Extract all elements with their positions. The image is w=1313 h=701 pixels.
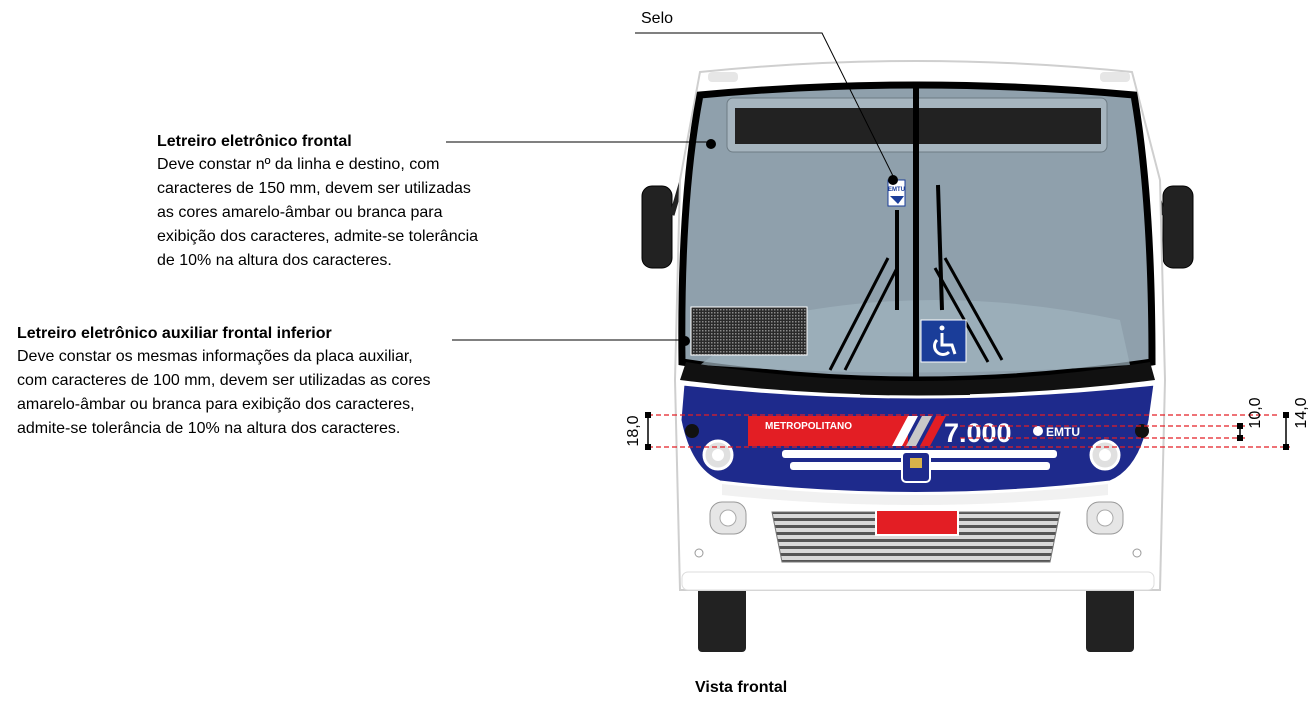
lower-grille	[771, 511, 1061, 563]
selo-label: Selo	[641, 10, 674, 27]
band-label: METROPOLITANO	[765, 421, 852, 432]
red-stripe	[748, 416, 908, 446]
auxiliary-lower-sign	[690, 306, 808, 356]
brand-logo-text: EMTU	[1046, 425, 1080, 439]
dim-left-label: 18,0	[625, 415, 642, 446]
dim-right-outer-label: 14,0	[1293, 397, 1310, 428]
front-sign-text: Deve constar nº da linha e destino, com …	[157, 156, 479, 269]
right-mirror	[1162, 185, 1194, 269]
view-caption: Vista frontal	[695, 679, 788, 696]
aux-sign-title: Letreiro eletrônico auxiliar frontal inf…	[17, 325, 332, 342]
dim-right-inner-label: 10,0	[1247, 397, 1264, 428]
wheelchair-icon	[933, 325, 957, 356]
left-mirror	[641, 185, 673, 269]
front-sign-title: Letreiro eletrônico frontal	[157, 133, 352, 150]
selo-sticker-text: EMTU	[888, 187, 905, 193]
aux-sign-text: Deve constar os mesmas informações da pl…	[17, 348, 431, 437]
license-plate	[875, 509, 959, 536]
aux-sign-callout: Letreiro eletrônico auxiliar frontal inf…	[17, 325, 431, 441]
dimension-lines	[648, 414, 1290, 448]
front-sign-callout: Letreiro eletrônico frontal Deve constar…	[157, 133, 478, 273]
fleet-number: 7.000	[944, 418, 1012, 448]
